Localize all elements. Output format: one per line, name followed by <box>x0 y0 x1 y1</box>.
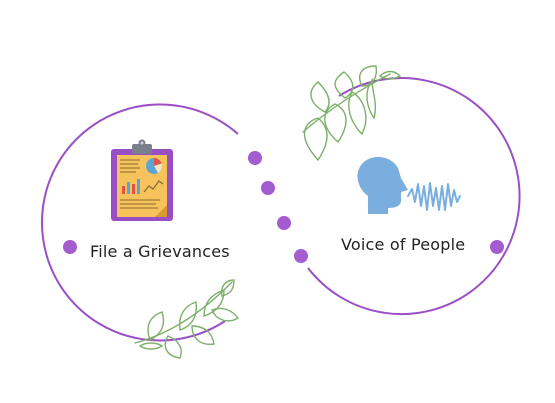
bottom-leaf-branch-icon <box>134 279 240 359</box>
right-ring-arc <box>307 77 521 316</box>
left-bullet-dot <box>63 240 77 254</box>
connector-dot <box>248 151 262 165</box>
connector-dot <box>294 249 308 263</box>
voice-of-people-label: Voice of People <box>341 235 466 254</box>
speaking-head-icon <box>357 156 461 214</box>
left-ring-arc <box>40 103 239 342</box>
file-grievance-label: File a Grievances <box>90 242 230 261</box>
top-leaf-branch-icon <box>302 65 402 162</box>
right-bullet-dot <box>490 240 504 254</box>
connector-dot <box>261 181 275 195</box>
connector-dot <box>277 216 291 230</box>
clipboard-report-icon <box>111 139 173 221</box>
